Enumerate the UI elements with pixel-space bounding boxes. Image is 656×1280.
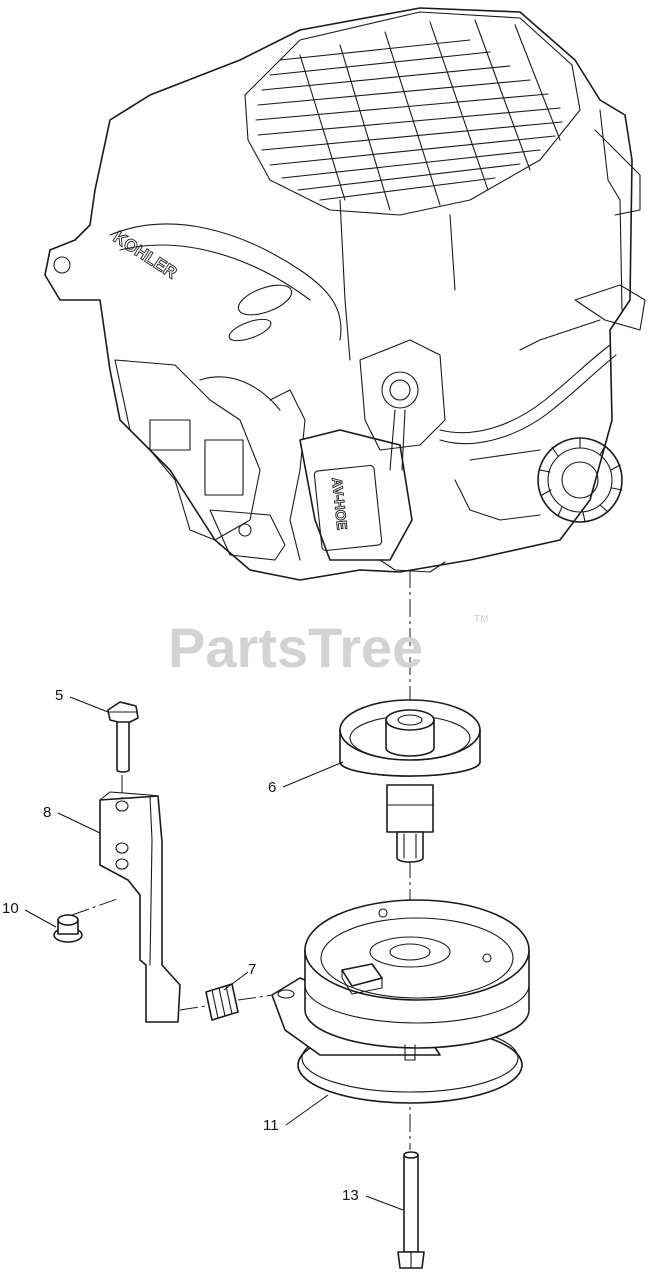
part-6-pto-pulley bbox=[339, 699, 481, 863]
callout-5: 5 bbox=[55, 687, 63, 704]
part-13-clutch-bolt bbox=[397, 1151, 425, 1269]
watermark-text: PartsTree bbox=[168, 616, 423, 679]
callout-11: 11 bbox=[263, 1117, 279, 1134]
watermark: PartsTree TM bbox=[168, 614, 488, 679]
engine-assembly: KOHLER AV-HOE bbox=[44, 7, 646, 581]
callout-7: 7 bbox=[248, 961, 256, 978]
part-11-electric-clutch bbox=[271, 899, 530, 1104]
engine-side-text: AV-HOE bbox=[329, 477, 350, 531]
part-10-flange-nut bbox=[53, 914, 83, 943]
watermark-trademark: TM bbox=[474, 614, 488, 625]
fuel-pump-knob bbox=[537, 437, 623, 523]
part-8-bracket bbox=[99, 791, 181, 1023]
part-7-clutch-stop bbox=[179, 983, 281, 1021]
callout-8: 8 bbox=[43, 804, 51, 821]
part-5-bolt bbox=[107, 701, 139, 773]
callouts: 5 6 7 8 10 11 13 bbox=[2, 687, 404, 1211]
callout-6: 6 bbox=[268, 779, 276, 796]
callout-13: 13 bbox=[342, 1187, 359, 1204]
callout-10: 10 bbox=[2, 900, 19, 917]
